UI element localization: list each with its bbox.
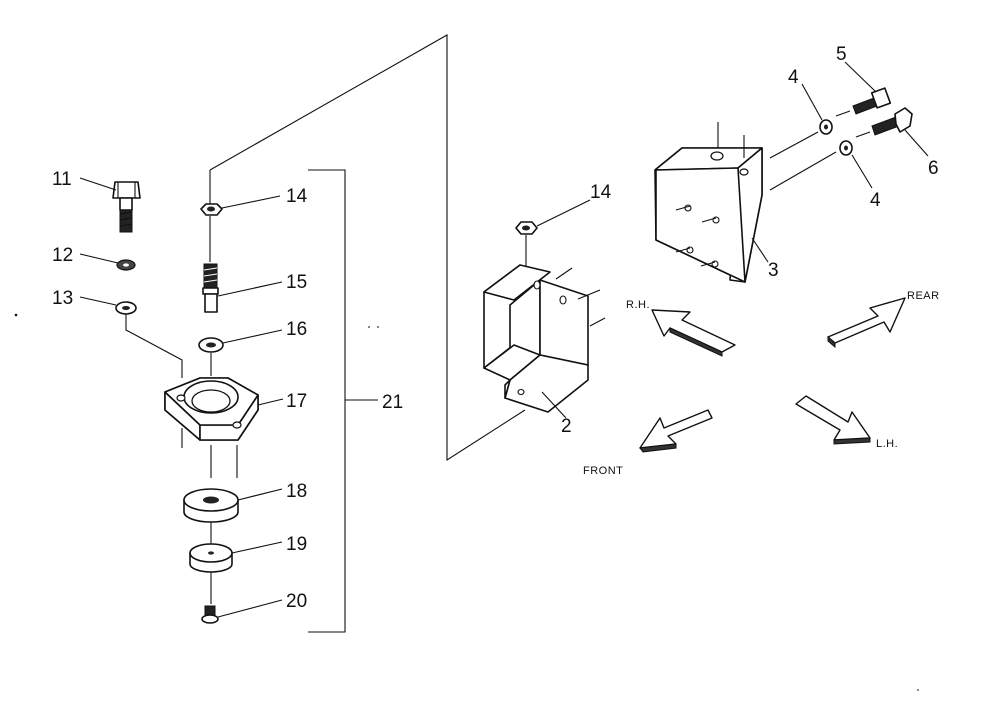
part-label-16: 16: [286, 319, 307, 340]
part-label-11: 11: [52, 169, 72, 190]
washer-13: [115, 301, 137, 315]
part-label-5: 5: [836, 44, 847, 65]
part-label-3: 3: [768, 260, 779, 281]
part-label-18: 18: [286, 481, 307, 502]
cap-19: [189, 543, 233, 573]
stud-15: [202, 263, 219, 313]
nut-14-left: [200, 203, 223, 216]
part-label-21: 21: [382, 392, 403, 413]
group-bracket-21: [308, 169, 346, 633]
bolt-11: [112, 181, 141, 233]
part-label-13: 13: [52, 288, 73, 309]
stray-dot: [14, 313, 18, 317]
part-label-12: 12: [52, 245, 73, 266]
stray-dot: [917, 689, 919, 691]
part-label-15: 15: [286, 272, 307, 293]
stray-dot: [368, 326, 370, 328]
block-bracket-3: [654, 147, 763, 283]
direction-label-front: FRONT: [583, 465, 623, 477]
nut-14-right: [515, 221, 538, 235]
part-label-17: 17: [286, 391, 307, 412]
mount-flange-17: [164, 377, 259, 441]
assembly-frame-lines: [209, 34, 526, 462]
part-label-20: 20: [286, 591, 307, 612]
part-label-4-lower: 4: [870, 190, 881, 211]
front-arrow: [639, 409, 713, 453]
part-label-14-right: 14: [590, 182, 612, 203]
rear-arrow: [827, 297, 906, 349]
direction-label-rh: R.H.: [626, 299, 650, 311]
washer-16: [198, 337, 224, 353]
screw-20: [201, 605, 219, 624]
part-label-2: 2: [561, 416, 572, 437]
direction-label-lh: L.H.: [876, 438, 898, 450]
part-label-4-upper: 4: [788, 67, 799, 88]
washer-12: [116, 259, 136, 271]
washer-4-lower: [839, 140, 853, 156]
rubber-pad-18: [183, 488, 239, 523]
part-label-19: 19: [286, 534, 307, 555]
washer-4-upper: [819, 119, 833, 135]
rh-arrow: [651, 309, 736, 357]
direction-label-rear: REAR: [907, 290, 940, 302]
hex-bolt-6: [871, 107, 913, 136]
part-label-14-left: 14: [286, 186, 308, 207]
stray-dot: [377, 326, 379, 328]
part-label-6: 6: [928, 158, 939, 179]
bracket-2: [483, 264, 589, 413]
lh-arrow: [795, 395, 871, 445]
cap-screw-5: [852, 87, 892, 115]
